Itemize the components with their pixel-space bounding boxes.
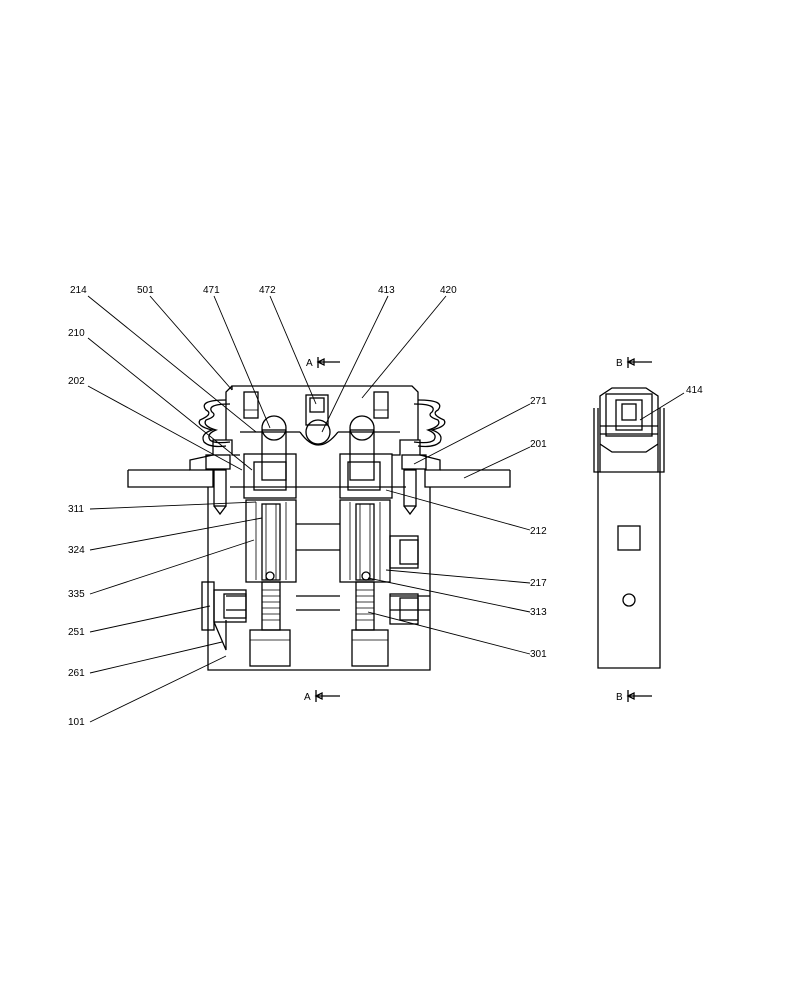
label-335: 335 <box>68 589 85 600</box>
main-section-view <box>127 385 511 671</box>
section-marker-b-bottom: B <box>616 690 652 703</box>
label-201: 201 <box>530 439 547 450</box>
label-313: 313 <box>530 607 547 618</box>
side-section-view <box>593 387 665 669</box>
label-210: 210 <box>68 328 85 339</box>
section-marker-b-top: B <box>616 357 652 369</box>
label-501: 501 <box>137 285 154 296</box>
label-301: 301 <box>530 649 547 660</box>
label-217: 217 <box>530 578 547 589</box>
section-marker-a-top: A <box>306 357 340 369</box>
label-214: 214 <box>70 285 87 296</box>
label-202: 202 <box>68 376 85 387</box>
label-324: 324 <box>68 545 85 556</box>
label-420: 420 <box>440 285 457 296</box>
label-261: 261 <box>68 668 85 679</box>
label-414: 414 <box>686 385 703 396</box>
label-472: 472 <box>259 285 276 296</box>
svg-text:A: A <box>306 358 313 369</box>
part-labels: 214 501 471 472 413 420 210 202 271 201 … <box>68 285 703 728</box>
label-311: 311 <box>68 504 84 515</box>
leader-lines <box>87 295 685 723</box>
section-marker-a-bottom: A <box>304 690 340 703</box>
svg-text:B: B <box>616 358 623 369</box>
label-212: 212 <box>530 526 547 537</box>
label-471: 471 <box>203 285 220 296</box>
svg-text:A: A <box>304 692 311 703</box>
label-271: 271 <box>530 396 547 407</box>
label-251: 251 <box>68 627 85 638</box>
svg-text:B: B <box>616 692 623 703</box>
label-101: 101 <box>68 717 85 728</box>
label-413: 413 <box>378 285 395 296</box>
